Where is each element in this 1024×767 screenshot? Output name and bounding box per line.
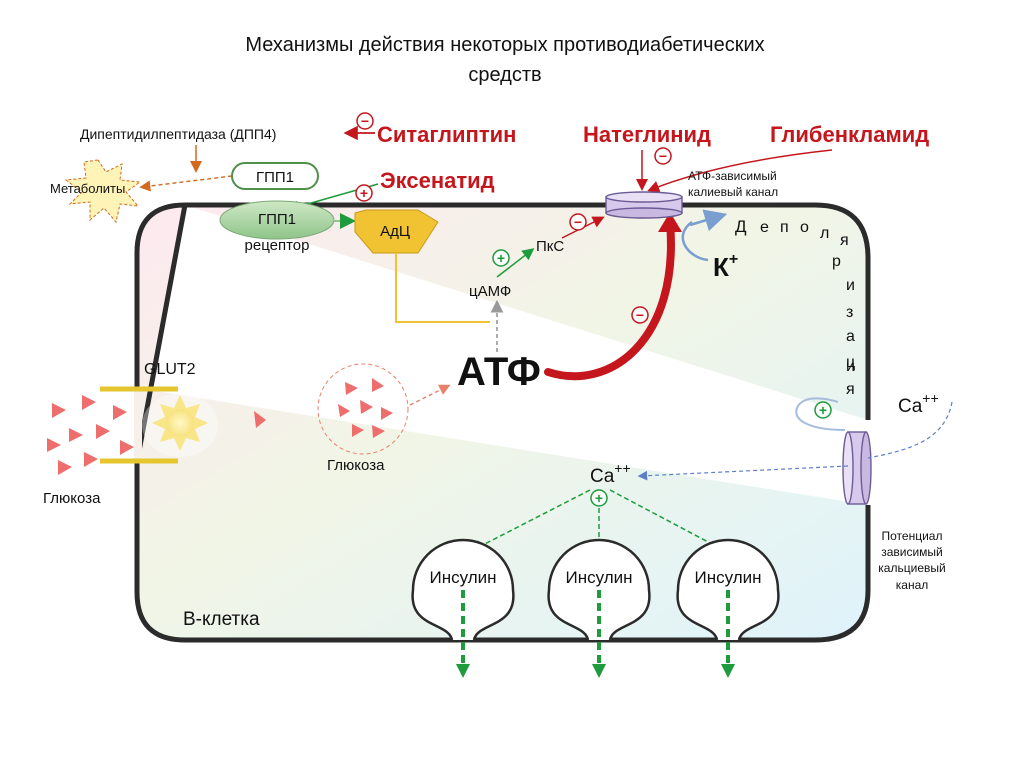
- ca-to-vesicle-3-arrow: [609, 489, 730, 554]
- glibenclamide-inhibit-arrow: [647, 149, 833, 193]
- minus-sign-sulfonylurea: [654, 147, 672, 165]
- minus-sign-atp-text: −: [636, 307, 644, 323]
- ca-outside-label: Ca++: [898, 390, 939, 417]
- plus-sign-depol: [814, 401, 832, 419]
- depolarization-letter: п: [780, 219, 789, 236]
- depolarization-letter: Д: [735, 217, 747, 236]
- ca-to-vesicle-1-arrow: [470, 489, 591, 552]
- depolarization-letter: о: [800, 219, 809, 236]
- minus-sign-dpp4-text: −: [361, 113, 369, 129]
- minus-sign-pkc-text: −: [574, 214, 582, 230]
- enzyme-label: Дипептидилпептидаза (ДПП4): [80, 126, 276, 142]
- ca-channel: [842, 431, 872, 505]
- insulin-label: Инсулин: [429, 568, 496, 587]
- ca-inside-label: Ca++: [590, 460, 631, 487]
- depolarization-letter: з: [846, 304, 853, 321]
- k-efflux-arrow: [689, 209, 728, 232]
- glp1-receptor-label-2: рецептор: [245, 237, 310, 254]
- depolarization-letter: а: [846, 328, 855, 345]
- glucose-to-atp-arrow: [409, 384, 451, 406]
- beta-cell-membrane: [134, 202, 871, 643]
- camp-to-pkc-arrow: [496, 248, 535, 278]
- depolarization-letter: и: [846, 277, 855, 294]
- adc-to-camp-line: [395, 253, 490, 323]
- insulin-secretion-arrowhead: [592, 664, 606, 678]
- depolarization-letter: ц: [846, 354, 855, 371]
- glut2-sun-icon: [142, 393, 218, 457]
- glucose-molecule: [254, 411, 266, 428]
- cell-label: B-клетка: [183, 609, 260, 630]
- katp-channel-label-2: калиевый канал: [688, 185, 778, 199]
- plus-sign-depol-text: +: [819, 402, 827, 418]
- atp-arrow-head: [658, 212, 682, 232]
- glucose-outside-label: Глюкоза: [43, 490, 101, 507]
- k-efflux-curve: [681, 220, 709, 262]
- glp1-receptor-label-1: ГПП1: [258, 211, 296, 228]
- glucose-outside-group: [47, 395, 134, 475]
- metabolites-label: Метаболиты: [50, 181, 125, 196]
- depolarization-letter: р: [832, 253, 841, 270]
- ca-influx-arrow: [637, 465, 849, 481]
- minus-sign-pkc: [569, 213, 587, 231]
- k-ion-label: К+: [713, 251, 738, 282]
- glut2-gap: [134, 388, 142, 462]
- ca-influx-path: [867, 401, 953, 459]
- plus-sign-ca: [590, 489, 608, 507]
- title-line-1: Механизмы действия некоторых противодиаб…: [245, 34, 764, 56]
- insulin-label: Инсулин: [565, 568, 632, 587]
- ca-channel-label-2: зависимый: [881, 545, 943, 559]
- plus-sign-camp: [492, 249, 510, 267]
- depolarization-letter: и: [846, 358, 855, 375]
- depolarization-letter: л: [820, 225, 829, 242]
- plus-sign-ca-text: +: [595, 490, 603, 506]
- plus-sign-camp-text: +: [497, 250, 505, 266]
- minus-sign-dpp4: [356, 112, 374, 130]
- depol-to-ca-channel-arrow: [795, 397, 846, 431]
- adenylate-cyclase: [354, 209, 439, 254]
- minus-sign-sulfonylurea-text: −: [659, 148, 667, 164]
- plus-sign-exenatide-text: +: [360, 185, 368, 201]
- glut2-label: GLUT2: [144, 361, 196, 378]
- insulin-label: Инсулин: [694, 568, 761, 587]
- insulin-secretion-arrowhead: [721, 664, 735, 678]
- ca-channel-label-1: Потенциал: [882, 529, 943, 543]
- glucose-inside-group: [338, 378, 393, 438]
- nateglinide-label: Натеглинид: [583, 122, 711, 147]
- atp-inhibits-channel-arrow: [544, 218, 675, 381]
- glp1-ligand: [231, 162, 319, 190]
- glucose-cluster-circle: [317, 363, 409, 455]
- insulin-secretion-arrowhead: [456, 664, 470, 678]
- glp1-degradation-arrow: [139, 175, 233, 192]
- katp-channel-label-1: АТФ-зависимый: [688, 169, 777, 183]
- title-line-2: средств: [468, 64, 541, 86]
- glp1-ligand-label: ГПП1: [256, 169, 294, 186]
- plus-sign-exenatide: [355, 184, 373, 202]
- glibenclamide-label: Глибенкламид: [770, 122, 929, 147]
- katp-channel: [605, 191, 683, 219]
- pkc-label: ПкС: [536, 238, 564, 255]
- sitagliptin-label: Ситаглиптин: [377, 122, 516, 147]
- depolarization-letter: я: [840, 232, 849, 249]
- adc-label: АдЦ: [380, 223, 410, 240]
- ca-channel-label-3: кальциевый: [878, 561, 945, 575]
- minus-sign-atp: [631, 306, 649, 324]
- atp-label: АТФ: [457, 350, 541, 394]
- exenatide-label: Эксенатид: [380, 168, 495, 193]
- metabolites-burst-icon: [64, 159, 142, 224]
- camp-label: цАМФ: [469, 283, 511, 300]
- depolarization-letter: я: [846, 381, 855, 398]
- depolarization-letter: е: [760, 219, 769, 236]
- glucose-inside-label: Глюкоза: [327, 457, 385, 474]
- ca-channel-label-4: канал: [896, 578, 929, 592]
